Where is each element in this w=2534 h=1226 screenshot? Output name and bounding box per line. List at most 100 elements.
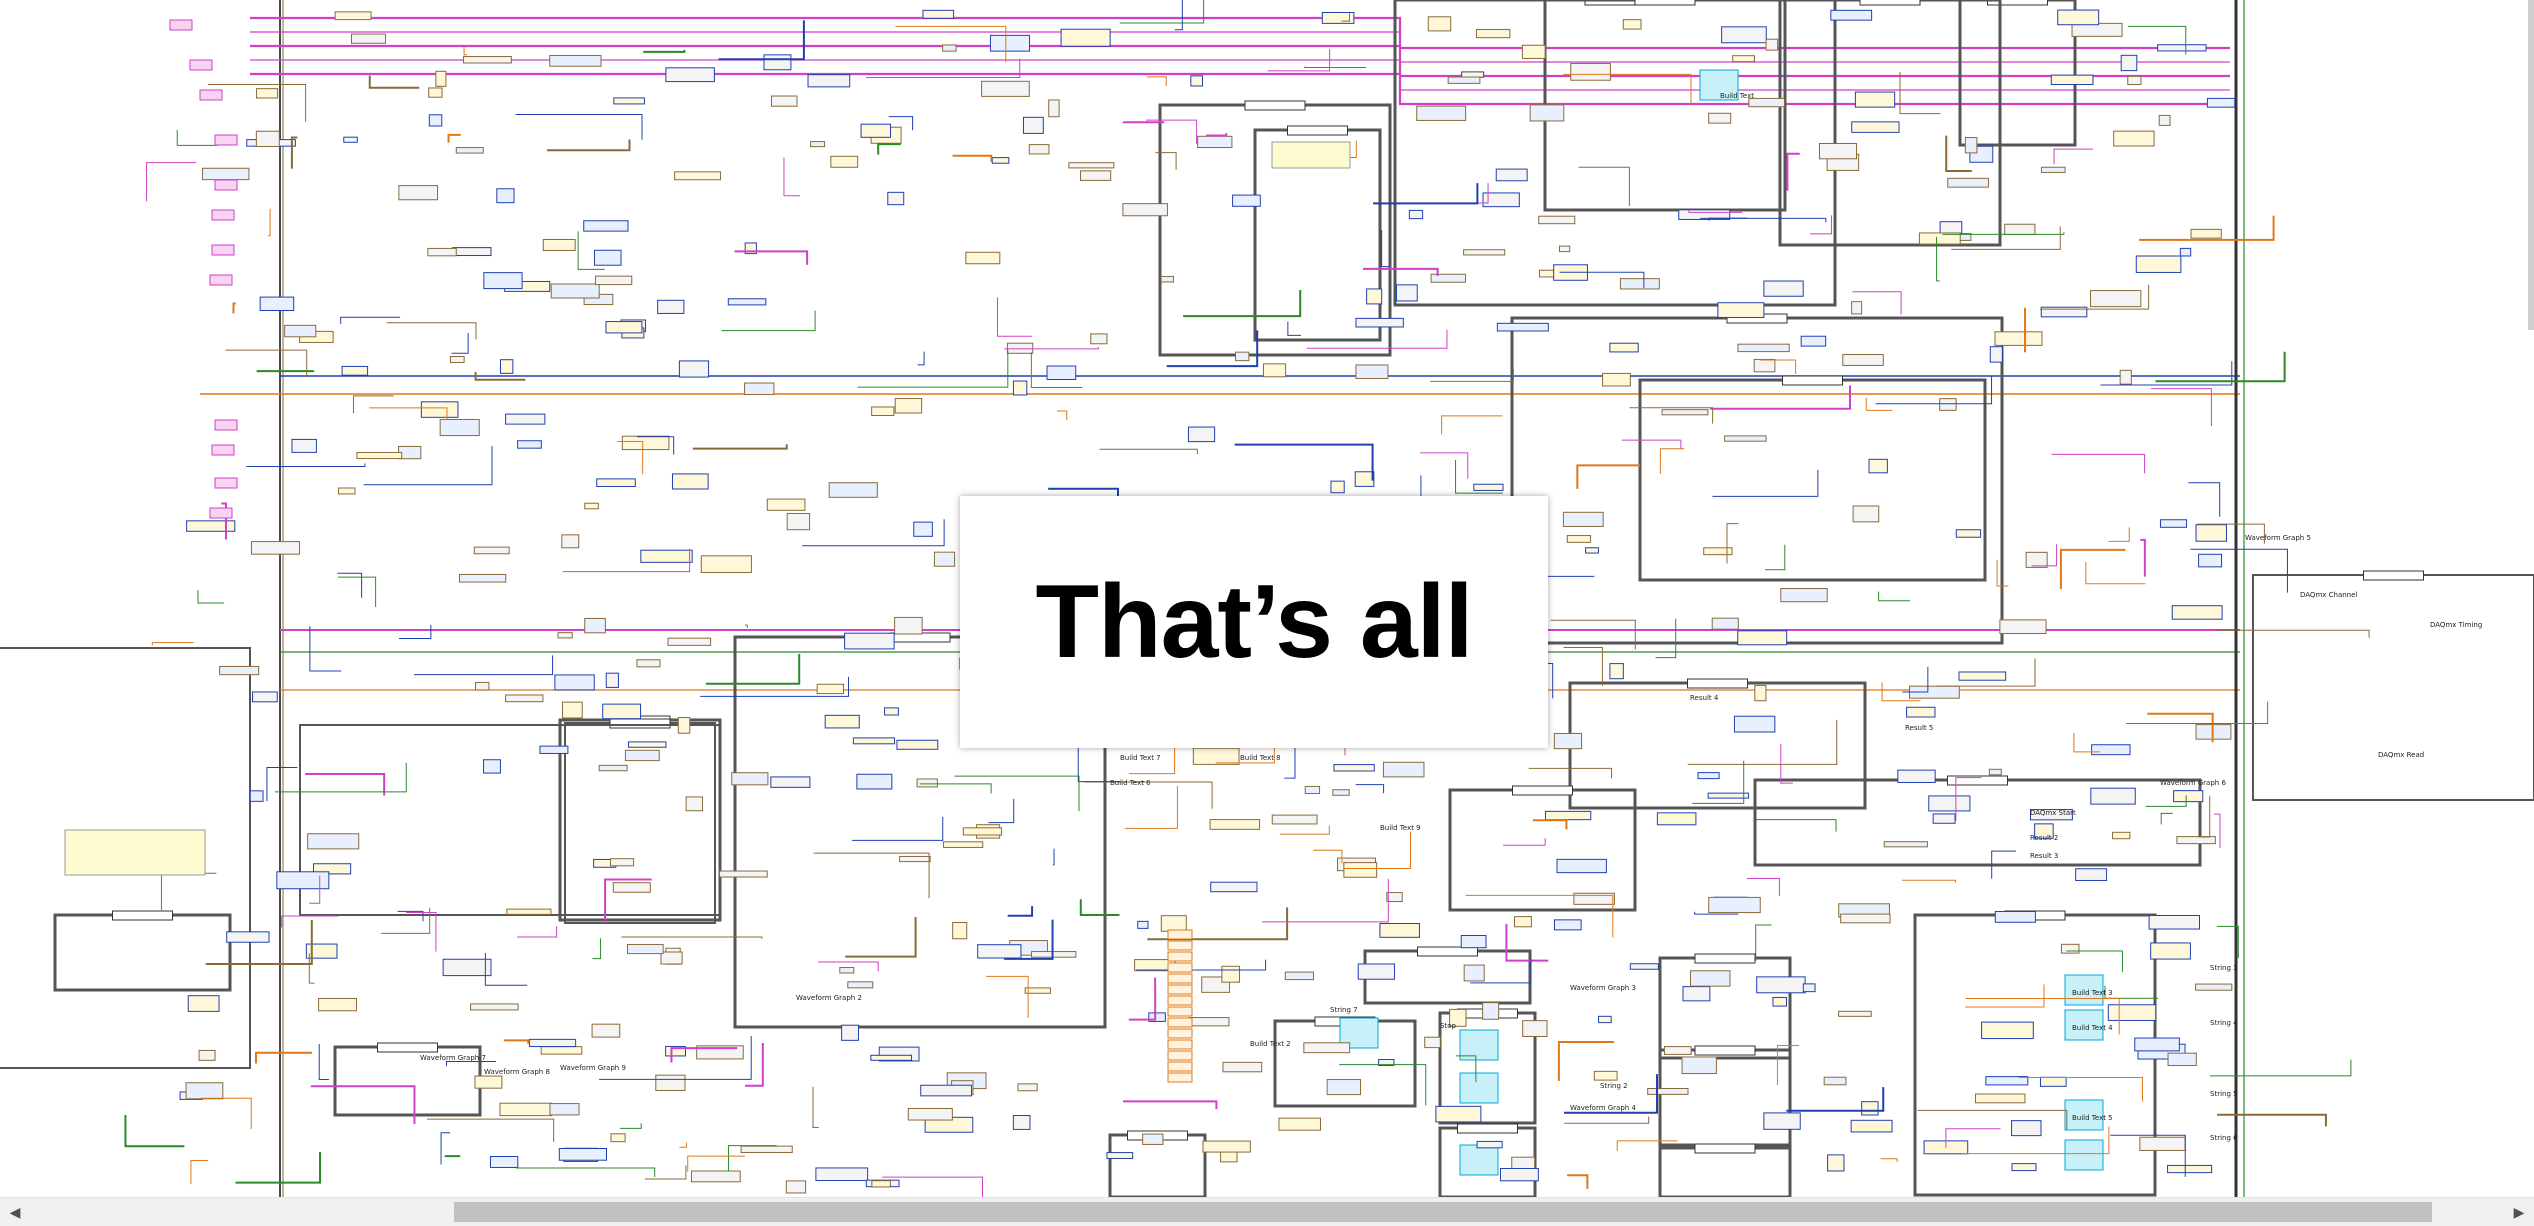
diagram-node: [1757, 977, 1805, 993]
diagram-node: [459, 574, 505, 582]
diagram-node: [1409, 210, 1422, 218]
diagram-node: [611, 1134, 625, 1142]
diagram-node: [787, 513, 809, 529]
wire: [305, 774, 384, 796]
diagram-node: [543, 239, 575, 250]
scrollbar-track[interactable]: [30, 1202, 2504, 1222]
scroll-right-arrow-icon[interactable]: ▶: [2504, 1198, 2534, 1226]
diagram-node: [728, 299, 766, 305]
diagram-node: [1603, 373, 1631, 386]
scroll-left-arrow-icon[interactable]: ◀: [0, 1198, 30, 1226]
diagram-node: [992, 158, 1009, 164]
diagram-label: DAQmx Read: [2378, 751, 2424, 759]
diagram-node: [2140, 1137, 2185, 1150]
diagram-node: [1766, 39, 1778, 50]
diagram-node: [934, 552, 954, 566]
horizontal-scrollbar[interactable]: ◀ ▶: [0, 1197, 2534, 1226]
diagram-node: [1824, 1077, 1846, 1085]
wire: [1965, 984, 2044, 1007]
diagram-node: [1599, 1016, 1612, 1022]
diagram-node: [2174, 791, 2203, 802]
diagram-node: [1956, 530, 1980, 537]
wire: [1660, 449, 1684, 474]
diagram-node: [428, 248, 456, 255]
diagram-node: [1168, 1073, 1192, 1082]
diagram-node: [187, 521, 235, 531]
wire: [364, 446, 492, 485]
diagram-node: [1648, 1089, 1688, 1095]
wire: [1183, 290, 1300, 316]
wire: [310, 626, 341, 671]
diagram-node: [497, 189, 514, 203]
wire: [1622, 440, 1681, 449]
wire: [1710, 386, 1850, 409]
wire: [620, 1123, 641, 1128]
diagram-node: [2135, 1038, 2180, 1051]
diagram-label: String 2: [1600, 1082, 1628, 1090]
diagram-node: [2177, 837, 2215, 844]
diagram-node: [2076, 869, 2107, 881]
wire: [1902, 880, 1955, 882]
diagram-node: [1210, 820, 1259, 830]
wire: [1918, 1110, 2067, 1130]
wire: [504, 1040, 528, 1044]
diagram-node: [1476, 29, 1509, 37]
diagram-node: [661, 952, 682, 964]
diagram-node: [550, 1104, 579, 1115]
diagram-node: [1305, 786, 1319, 793]
wire: [2126, 701, 2267, 723]
diagram-node: [1168, 1018, 1192, 1027]
diagram-node: [1948, 178, 1989, 187]
wire: [319, 1044, 329, 1080]
diagram-node: [1168, 952, 1192, 961]
wire: [1081, 899, 1120, 915]
diagram-label: Build Text 6: [1110, 779, 1151, 787]
diagram-node: [641, 550, 692, 562]
diagram-node: [1168, 996, 1192, 1005]
diagram-node: [637, 660, 660, 667]
diagram-node: [1464, 250, 1505, 255]
diagram-node: [357, 452, 402, 458]
diagram-node: [656, 1075, 685, 1090]
diagram-node: [529, 1039, 575, 1046]
diagram-node: [1594, 1071, 1617, 1080]
wire: [878, 144, 901, 155]
diagram-node: [584, 221, 628, 231]
wire: [353, 396, 393, 413]
diagram-node: [1460, 1073, 1498, 1103]
wire: [986, 976, 1028, 1018]
case-selector: [1418, 947, 1478, 956]
diagram-node: [2120, 370, 2131, 384]
wire: [813, 1087, 819, 1128]
diagram-node: [1738, 631, 1787, 645]
wire: [257, 371, 314, 372]
diagram-node: [1013, 381, 1026, 395]
wire: [225, 350, 306, 377]
diagram-node: [1657, 813, 1696, 825]
diagram-node: [897, 740, 938, 749]
diagram-node: [966, 252, 1000, 263]
wire: [2188, 483, 2219, 517]
diagram-label: Waveform Graph 8: [484, 1068, 550, 1076]
diagram-node: [352, 34, 386, 43]
diagram-node: [1764, 281, 1803, 296]
comment-note: [65, 830, 205, 875]
diagram-node: [1168, 1040, 1192, 1049]
diagram-node: [1712, 618, 1738, 629]
diagram-node: [1709, 897, 1761, 912]
diagram-node: [518, 441, 542, 448]
diagram-label: Build Text 3: [2072, 989, 2113, 997]
diagram-label: Result 2: [2030, 834, 2058, 842]
scrollbar-thumb[interactable]: [454, 1202, 2432, 1222]
vertical-scrollbar-edge[interactable]: [2528, 0, 2534, 330]
diagram-node: [1161, 276, 1173, 282]
diagram-label: String 5: [2210, 1090, 2238, 1098]
wire: [452, 333, 469, 353]
wire: [1057, 411, 1067, 420]
case-selector: [610, 719, 670, 728]
diagram-node: [1272, 815, 1317, 824]
diagram-node: [335, 12, 371, 20]
diagram-node: [484, 760, 501, 773]
diagram-node: [215, 478, 237, 488]
wire: [256, 1053, 312, 1064]
